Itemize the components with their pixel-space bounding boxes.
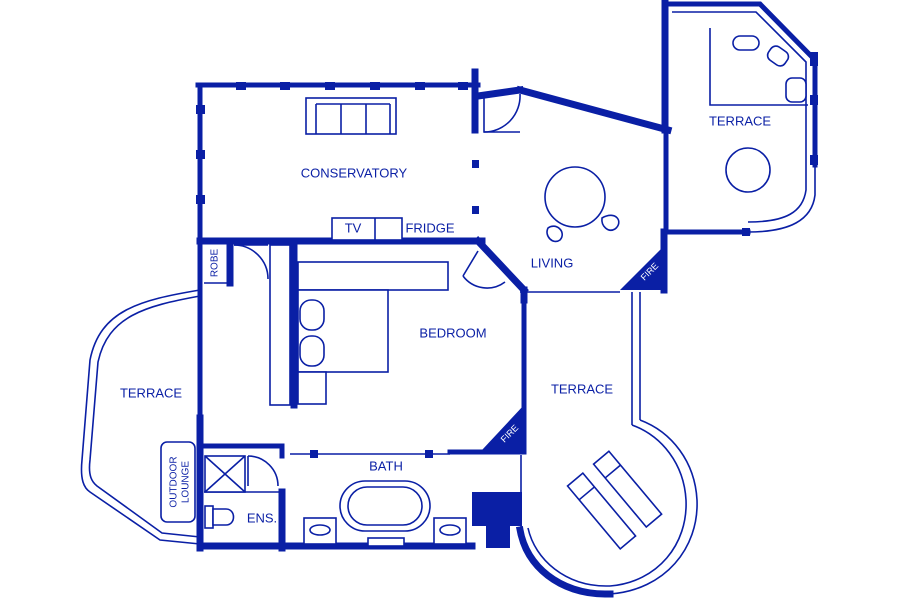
- robe-area: [197, 237, 269, 293]
- living-walls: [473, 85, 751, 304]
- toilet: [204, 505, 235, 529]
- wardrobe-bedroom: [269, 241, 298, 409]
- conservatory-label: CONSERVATORY: [301, 165, 408, 180]
- terrace-west-label: TERRACE: [120, 385, 182, 400]
- robe-label: ROBE: [210, 249, 221, 278]
- living-label: LIVING: [531, 255, 574, 270]
- fireplace-living: FIRE: [620, 246, 664, 290]
- bed: [297, 261, 449, 405]
- bedroom-walls: [196, 287, 527, 552]
- tv-fridge-unit: [331, 217, 403, 241]
- loungers-ne: [709, 28, 808, 106]
- sun-loungers-south: [566, 450, 663, 550]
- terrace-ne-walls: [661, 0, 818, 236]
- dining-table-set: [544, 166, 620, 243]
- tv-label: TV: [345, 220, 362, 235]
- terrace-south-label: TERRACE: [551, 381, 613, 396]
- bath-label: BATH: [369, 458, 403, 473]
- terrace-ne-label: TERRACE: [709, 113, 771, 128]
- bathtub: [339, 480, 431, 547]
- shower: [204, 455, 246, 493]
- bedroom-door-swing: [462, 250, 506, 289]
- ensuite-bath-walls: [196, 443, 522, 552]
- fridge-label: FRIDGE: [405, 220, 454, 235]
- ensuite-door-swing: [247, 455, 279, 487]
- terrace-south-outline: [515, 292, 698, 598]
- bedroom-label: BEDROOM: [419, 325, 486, 340]
- outdoor-lounge-label-2: LOUNGE: [181, 461, 192, 504]
- ens-label: ENS.: [247, 510, 277, 525]
- fireplace-bedroom: FIRE: [482, 405, 524, 450]
- living-door-swing: [483, 93, 521, 133]
- outdoor-lounge: OUTDOOR LOUNGE: [160, 441, 196, 523]
- vanity-basins: [303, 517, 467, 545]
- conservatory-walls: [195, 68, 486, 245]
- round-table-ne: [725, 147, 771, 193]
- sofa: [305, 97, 397, 135]
- outdoor-lounge-label-1: OUTDOOR: [169, 456, 180, 507]
- terrace-west-outline: [80, 289, 201, 545]
